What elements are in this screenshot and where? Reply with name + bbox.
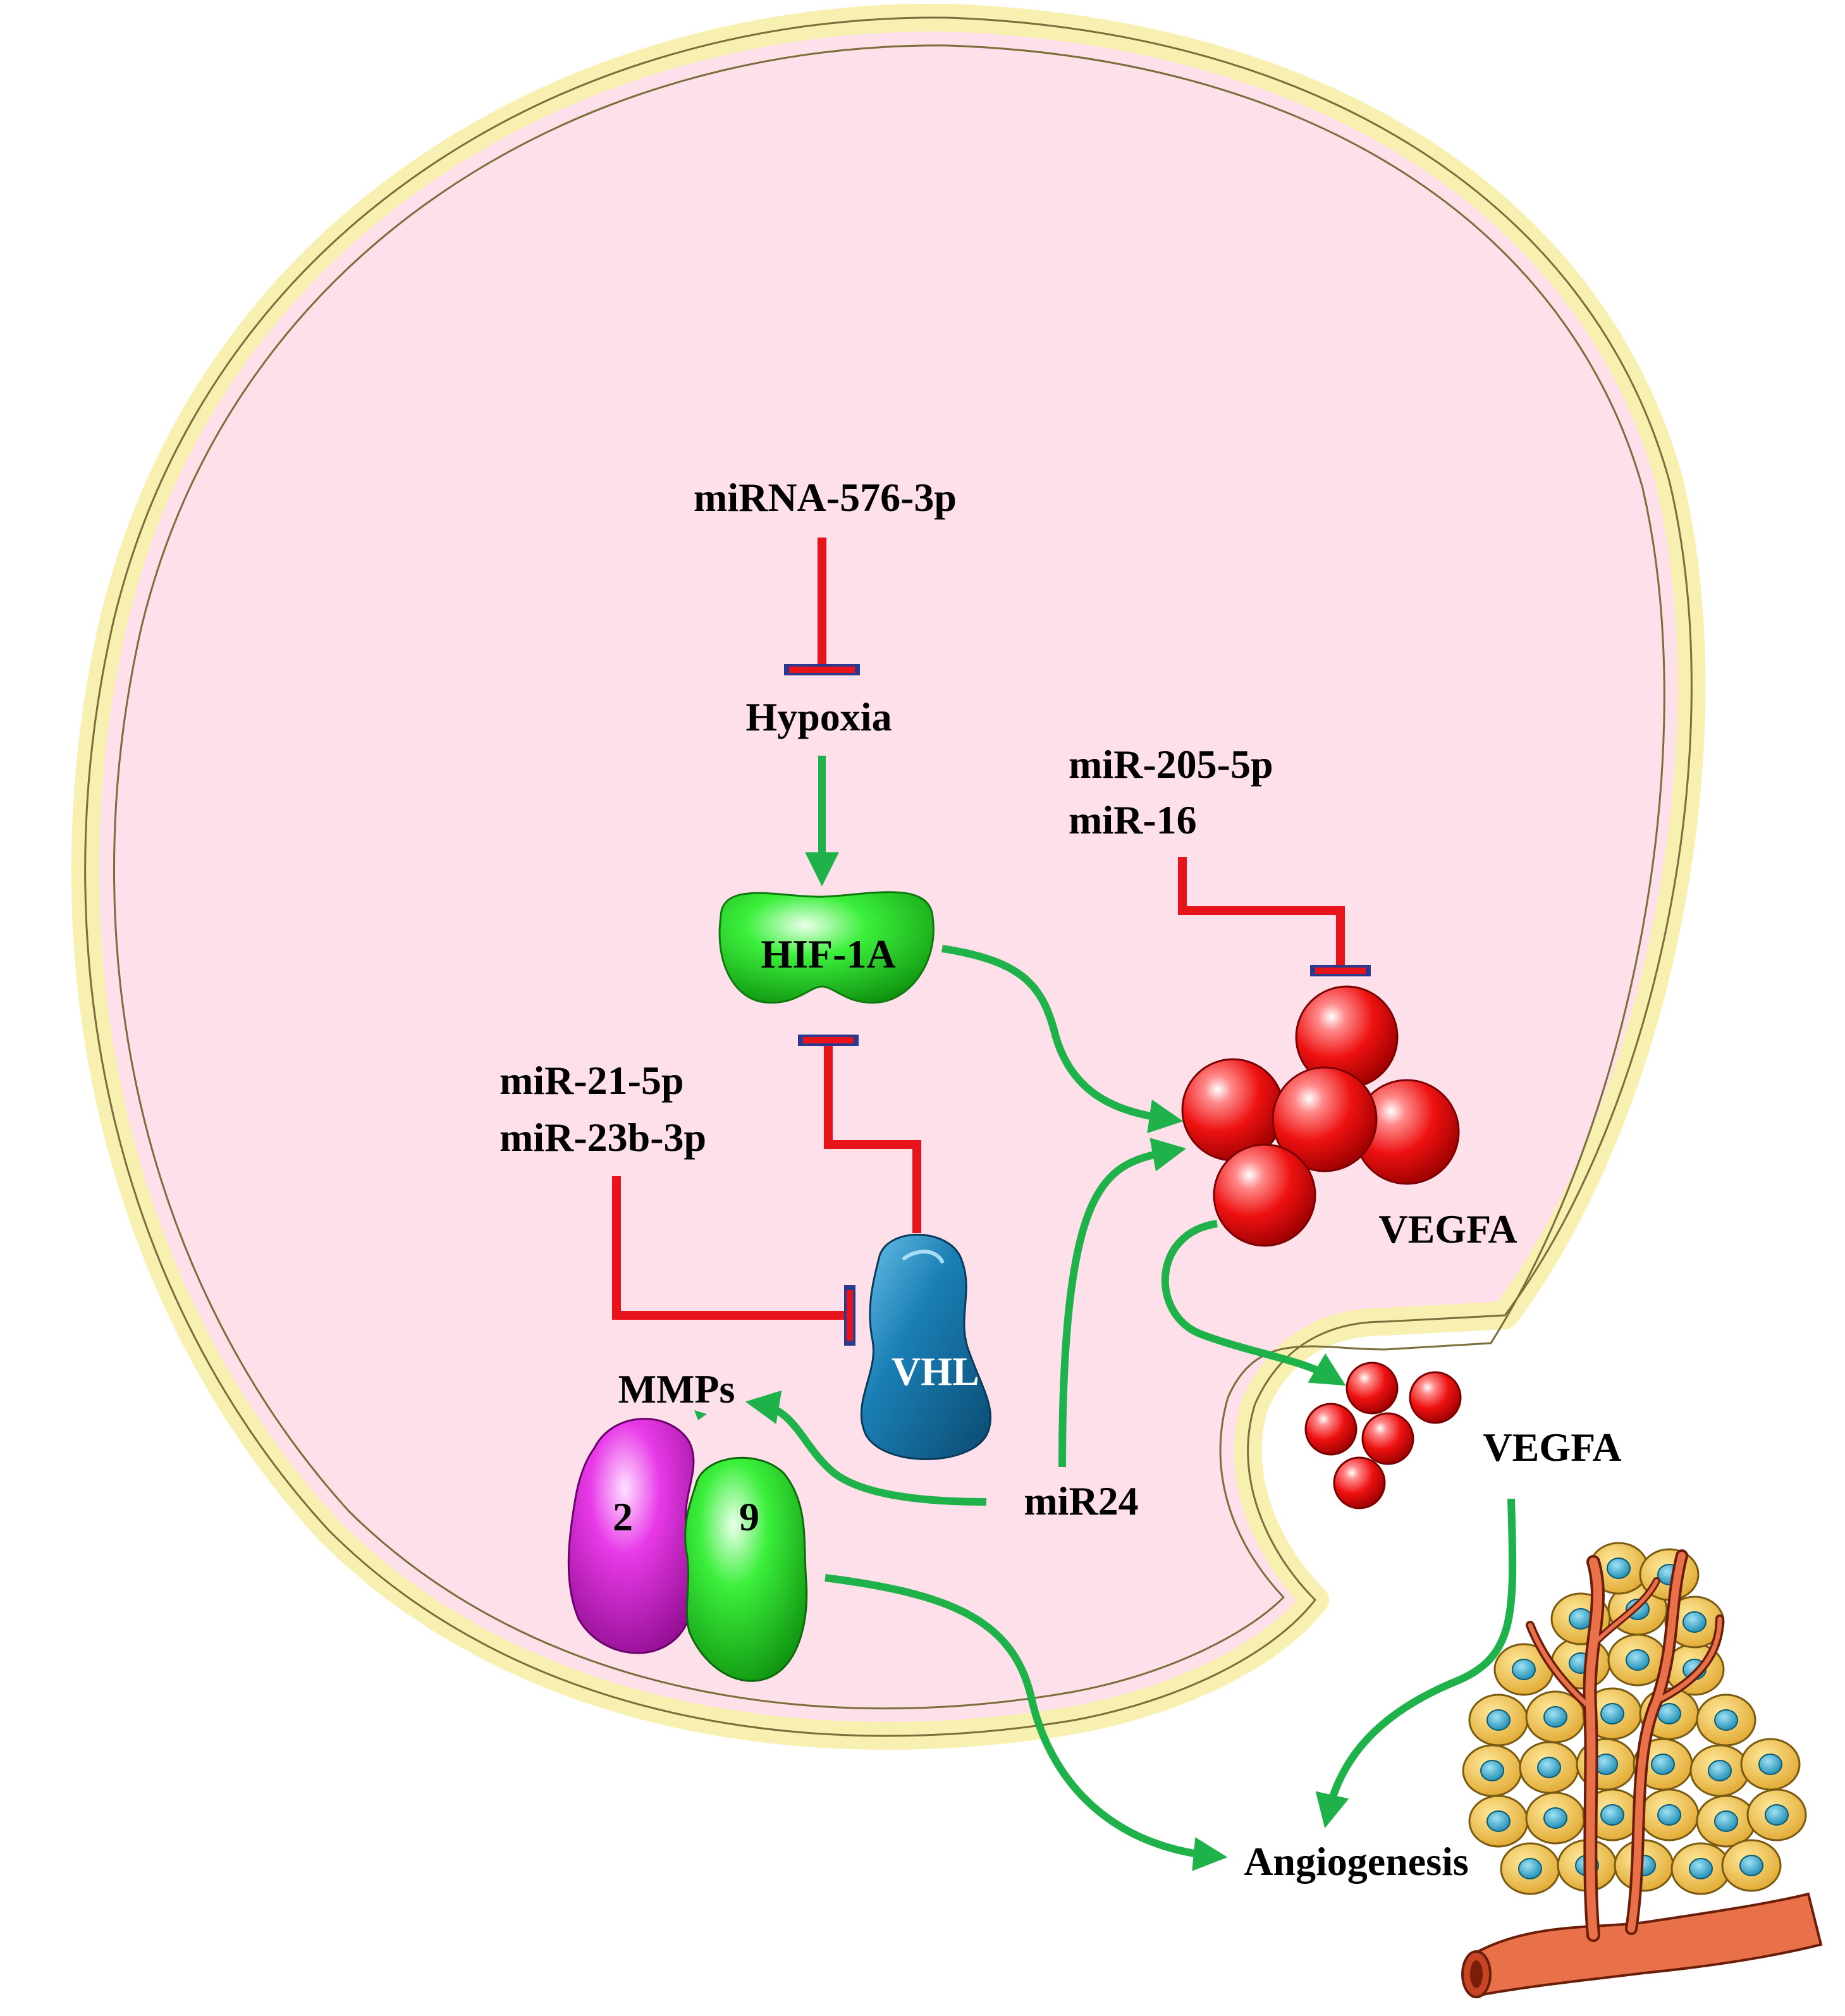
hif1a-label: HIF-1A	[761, 931, 895, 976]
membrane-inner-outline	[113, 44, 1665, 1710]
mmp-dimer-icon	[567, 1418, 808, 1682]
mmp2-number: 2	[613, 1494, 633, 1539]
inhibition-line-mir21-vhl	[612, 1176, 847, 1320]
angiogenesis-label: Angiogenesis	[1244, 1839, 1469, 1884]
mir-16-label: miR-16	[1069, 797, 1197, 842]
mirna-576-3p-label: miRNA-576-3p	[694, 475, 957, 520]
hypoxia-label: Hypoxia	[745, 694, 892, 739]
mmps-label: MMPs	[618, 1367, 735, 1411]
inhibition-line-vhl-hif	[824, 1043, 921, 1233]
mir-205-5p-label: miR-205-5p	[1069, 742, 1273, 787]
mir24-label: miR24	[1024, 1478, 1138, 1523]
membrane-outer-outline	[84, 16, 1693, 1737]
activation-arrow-mir24-mmps	[745, 1390, 987, 1506]
activation-arrow-vegfa-angiogenesis	[1315, 1498, 1517, 1829]
mmp9-subunit	[684, 1456, 808, 1682]
vhl-protein-icon	[860, 1234, 992, 1460]
activation-arrow-mir24-vegfa	[1058, 1138, 1187, 1468]
tumor-vasculature-icon	[1461, 1542, 1823, 1998]
cell-membrane	[71, 3, 1706, 1750]
activation-arrow-hif-vegfa	[941, 945, 1184, 1134]
tumor-cells	[1462, 1542, 1807, 1895]
vegfa-secreted-label: VEGFA	[1483, 1425, 1621, 1470]
hif1a-protein-icon	[718, 891, 935, 1004]
mmp2-subunit	[567, 1418, 695, 1654]
blood-vessel	[1471, 1892, 1823, 1997]
inhibition-line-mir205-vegfa	[1178, 857, 1345, 968]
vegfa-intracellular-label: VEGFA	[1378, 1207, 1517, 1251]
vegfa-secreted-cluster-icon	[1304, 1361, 1462, 1509]
activation-arrow-vegfa-secretion	[1161, 1220, 1346, 1386]
activation-arrow-mmps-angiogenesis	[824, 1574, 1228, 1871]
vhl-label: VHL	[892, 1349, 979, 1394]
mir-21-5p-label: miR-21-5p	[500, 1058, 684, 1103]
vegfa-cluster-icon	[1181, 985, 1460, 1247]
mir-23b-3p-label: miR-23b-3p	[500, 1115, 706, 1160]
mmp9-number: 9	[739, 1494, 759, 1539]
